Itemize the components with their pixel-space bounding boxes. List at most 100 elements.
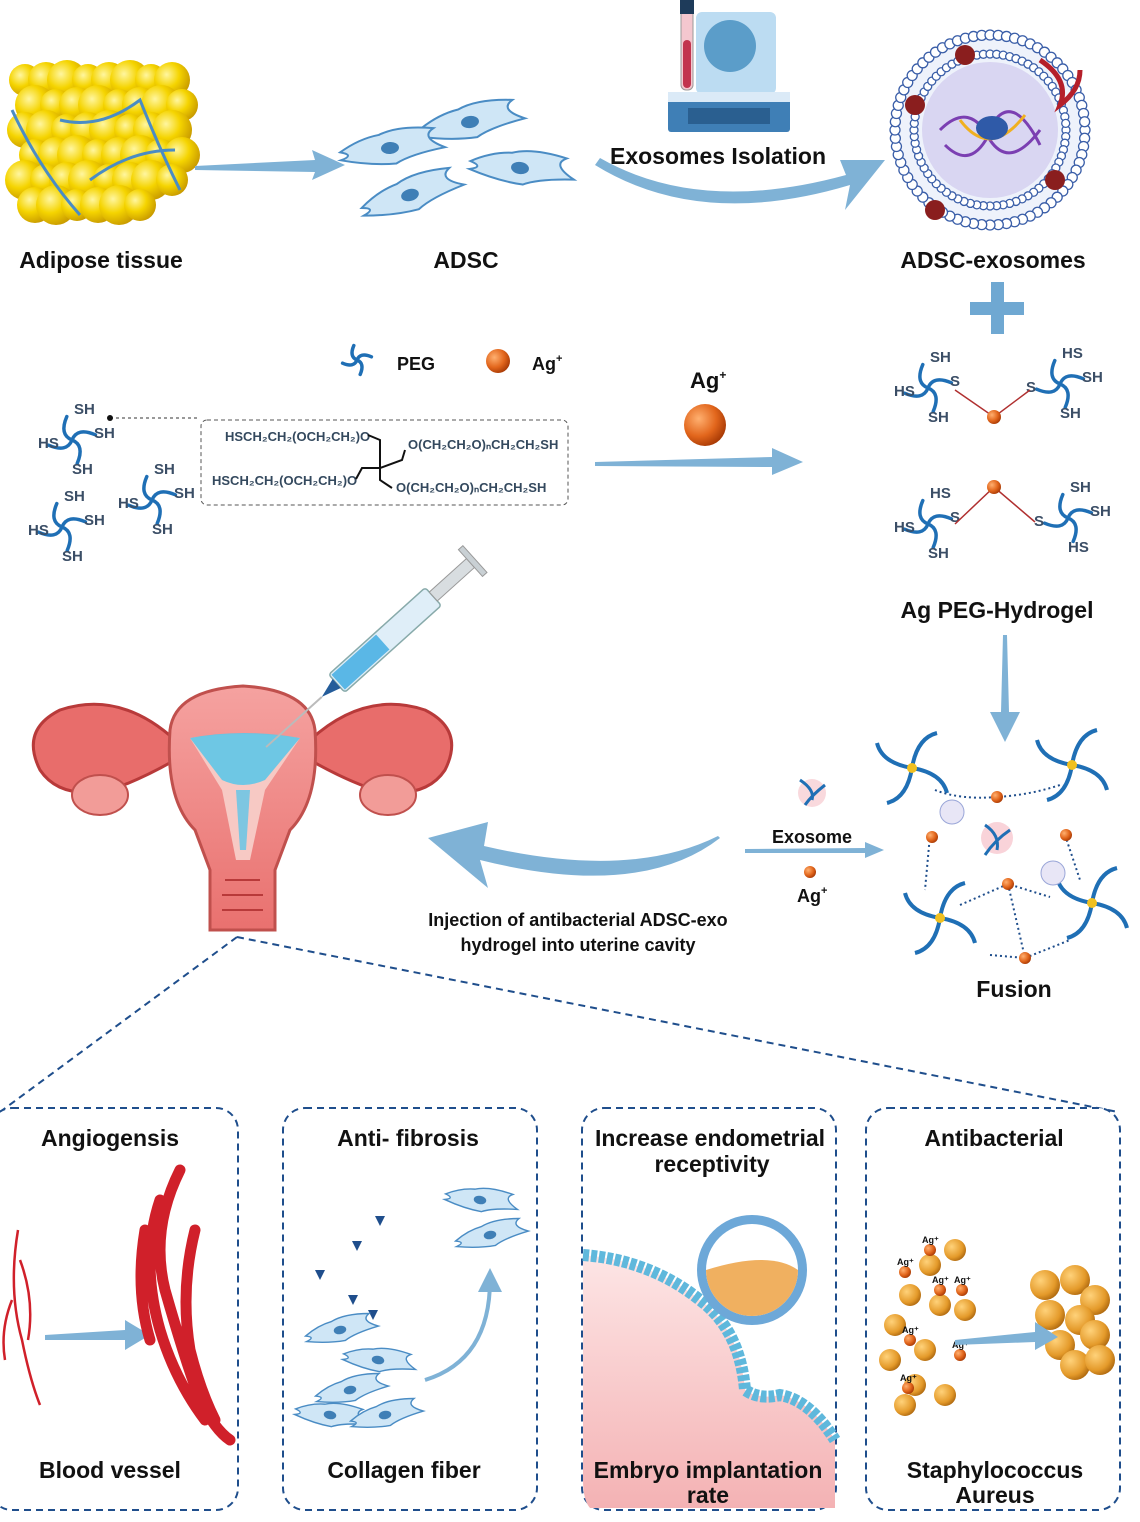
epithelium-layer bbox=[582, 1249, 841, 1444]
adsc-cell bbox=[441, 1187, 520, 1213]
panel-caption: Collagen fiber bbox=[327, 1457, 480, 1483]
silver-ion bbox=[926, 831, 938, 843]
adsc-exosome-illustration bbox=[889, 29, 1091, 231]
cell-nucleus bbox=[381, 141, 399, 155]
silver-ion bbox=[991, 791, 1003, 803]
collagen-markers-icon bbox=[315, 1216, 385, 1320]
silver-ion bbox=[1002, 878, 1014, 890]
arrow-fibrosis bbox=[424, 1268, 502, 1382]
bacterium-cluster bbox=[1060, 1350, 1090, 1380]
peg-arms bbox=[1042, 492, 1094, 544]
peg-node bbox=[903, 881, 977, 955]
thiol-label: SH bbox=[74, 401, 95, 418]
ag-ion-label: Ag⁺ bbox=[902, 1325, 919, 1335]
bacterium bbox=[879, 1349, 901, 1371]
silver-ion bbox=[904, 1334, 916, 1346]
node-center bbox=[1067, 760, 1077, 770]
ag-ion-label: Ag⁺ bbox=[954, 1275, 971, 1285]
membrane-protein bbox=[925, 200, 945, 220]
ag-ion-label: Ag⁺ bbox=[932, 1275, 949, 1285]
adsc-cell bbox=[453, 1217, 531, 1249]
fusion-label: Fusion bbox=[976, 976, 1051, 1002]
arrow-down-to-fusion bbox=[990, 635, 1020, 742]
panel-title: Increase endometrial bbox=[595, 1125, 825, 1151]
ag-ion-label: Ag⁺ bbox=[900, 1373, 917, 1383]
peg-arms bbox=[875, 731, 949, 805]
adsc-exosomes-label: ADSC-exosomes bbox=[900, 247, 1085, 273]
lipid-head bbox=[1078, 116, 1091, 128]
adsc-cell bbox=[339, 1347, 418, 1373]
thiol-label: HS bbox=[894, 383, 915, 400]
bacterium bbox=[944, 1239, 966, 1261]
formula-line-2: HSCH₂CH₂(OCH₂CH₂)O bbox=[212, 473, 357, 488]
adsc-cell bbox=[348, 1397, 426, 1429]
arrow-angiogenesis bbox=[45, 1320, 150, 1350]
thiol-label: SH bbox=[1090, 503, 1111, 520]
bacterium bbox=[894, 1394, 916, 1416]
fusion-ag-label: Ag+ bbox=[797, 885, 827, 906]
thiol-label: HS bbox=[930, 485, 951, 502]
bacterium-cluster bbox=[1060, 1265, 1090, 1295]
node-center bbox=[935, 913, 945, 923]
peg-arms bbox=[46, 414, 98, 466]
cell-nucleus bbox=[371, 1355, 385, 1365]
cell-nucleus bbox=[401, 188, 419, 202]
thiol-label: SH bbox=[1070, 479, 1091, 496]
thiol-label: SH bbox=[152, 521, 173, 538]
bacterium bbox=[934, 1384, 956, 1406]
membrane-protein bbox=[955, 45, 975, 65]
thiol-label: SH bbox=[94, 425, 115, 442]
silver-ion-icon bbox=[684, 404, 726, 446]
lipid-head bbox=[1061, 118, 1071, 129]
protein bbox=[976, 116, 1008, 140]
thiol-label: HS bbox=[28, 522, 49, 539]
formula-line-4: O(CH₂CH₂O)ₙCH₂CH₂SH bbox=[396, 480, 546, 495]
peg-arms bbox=[36, 501, 88, 553]
arrow-antibacterial bbox=[955, 1322, 1058, 1350]
formula-line-3: O(CH₂CH₂O)ₙCH₂CH₂SH bbox=[408, 437, 558, 452]
bacterium bbox=[919, 1254, 941, 1276]
membrane-protein bbox=[1038, 57, 1083, 113]
panel-title: receptivity bbox=[654, 1151, 769, 1177]
peg-arms bbox=[1035, 728, 1109, 802]
arrow-isolation-curved bbox=[595, 158, 885, 210]
adipose-tissue-illustration bbox=[5, 60, 200, 225]
bacterium-cluster bbox=[1030, 1270, 1060, 1300]
thiol-label: HS bbox=[894, 519, 915, 536]
panel-caption: rate bbox=[687, 1482, 729, 1508]
arrow-reaction bbox=[595, 448, 803, 475]
uterus-illustration bbox=[31, 684, 454, 932]
peg-node bbox=[1035, 728, 1109, 802]
endometrium-tissue bbox=[583, 1255, 835, 1508]
peg-arms bbox=[902, 362, 954, 414]
adsc-cell bbox=[359, 166, 468, 217]
thiol-label: S bbox=[1034, 513, 1044, 530]
thiol-label: SH bbox=[928, 409, 949, 426]
cell-nucleus bbox=[343, 1385, 357, 1395]
panel-angiogenesis: Angiogensis Blood vessel bbox=[0, 1107, 239, 1511]
exosome bbox=[1040, 860, 1066, 886]
adipose-tissue-label: Adipose tissue bbox=[19, 247, 183, 273]
arrow-adipose-to-adsc bbox=[195, 150, 345, 180]
thiol-label: HS bbox=[118, 495, 139, 512]
reaction-ag-label: Ag+ bbox=[690, 368, 726, 393]
connector-dot bbox=[107, 415, 113, 421]
thiol-label: SH bbox=[1060, 405, 1081, 422]
adsc-label: ADSC bbox=[433, 247, 498, 273]
peg-arms bbox=[126, 474, 178, 526]
silver-ion bbox=[902, 1382, 914, 1394]
panel-title: Antibacterial bbox=[924, 1125, 1063, 1151]
membrane-protein bbox=[1045, 170, 1065, 190]
ag-peg-hydrogel-label: Ag PEG-Hydrogel bbox=[901, 597, 1094, 623]
peg-arms bbox=[1055, 866, 1129, 940]
exosome-icon bbox=[798, 778, 826, 807]
fat-cell bbox=[124, 189, 156, 221]
peg-node bbox=[875, 731, 949, 805]
adsc-cell bbox=[291, 1402, 370, 1428]
panel-caption: Aureus bbox=[955, 1482, 1034, 1508]
